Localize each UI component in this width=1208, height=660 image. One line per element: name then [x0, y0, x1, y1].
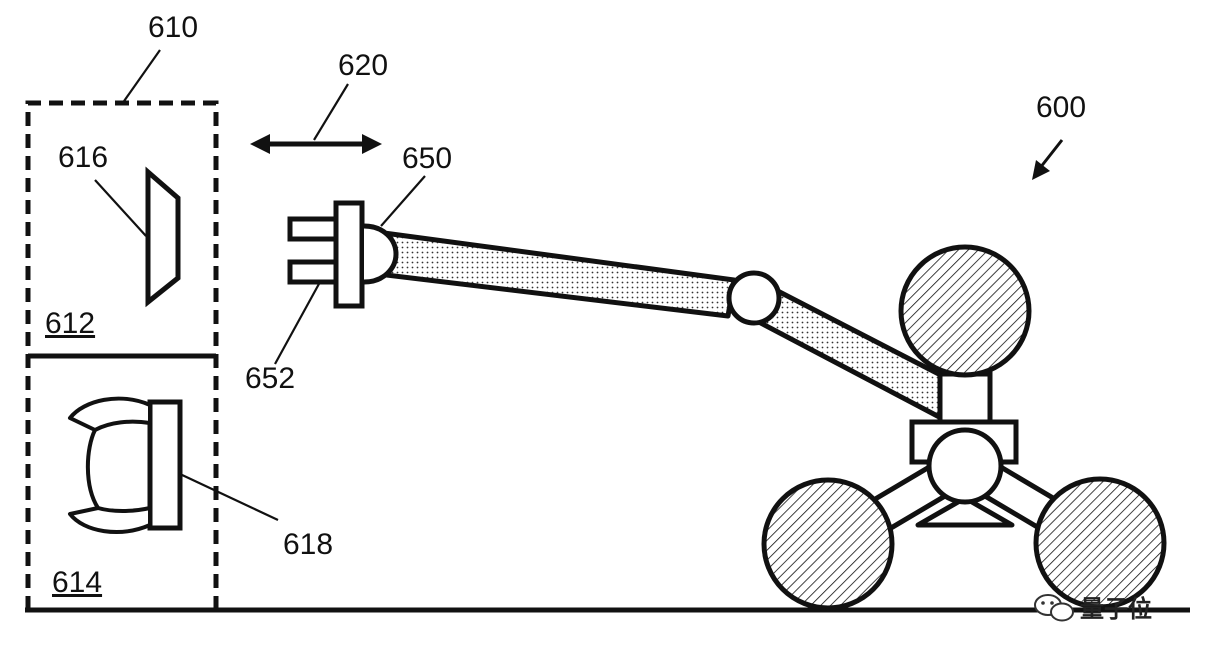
motion-arrow-620	[250, 134, 382, 154]
leader-lines	[94, 49, 426, 521]
watermark: 量子位	[1034, 594, 1152, 623]
top-sphere	[898, 244, 1032, 378]
reference-arrow-600	[1032, 139, 1064, 180]
storage-box-610	[25, 100, 219, 610]
robot-body	[761, 244, 1167, 611]
watermark-text: 量子位	[1080, 595, 1152, 623]
label-600: 600	[1036, 91, 1086, 124]
tool-618-gripper	[68, 396, 183, 534]
label-610: 610	[148, 11, 198, 44]
tool-616-trapezoid	[145, 166, 181, 308]
base-hub	[926, 427, 1004, 505]
label-652: 652	[245, 362, 295, 395]
left-wheel	[761, 477, 895, 611]
right-wheel	[1033, 476, 1167, 610]
label-616: 616	[58, 141, 108, 174]
wechat-icon	[1034, 594, 1074, 622]
tool-changer-plate-652	[333, 200, 365, 309]
label-614: 614	[52, 566, 102, 599]
robot-arm	[287, 200, 963, 423]
label-618: 618	[283, 528, 333, 561]
arm-forearm	[375, 230, 737, 319]
elbow-joint	[726, 270, 782, 326]
label-612: 612	[45, 307, 95, 340]
label-620: 620	[338, 49, 388, 82]
label-650: 650	[402, 142, 452, 175]
